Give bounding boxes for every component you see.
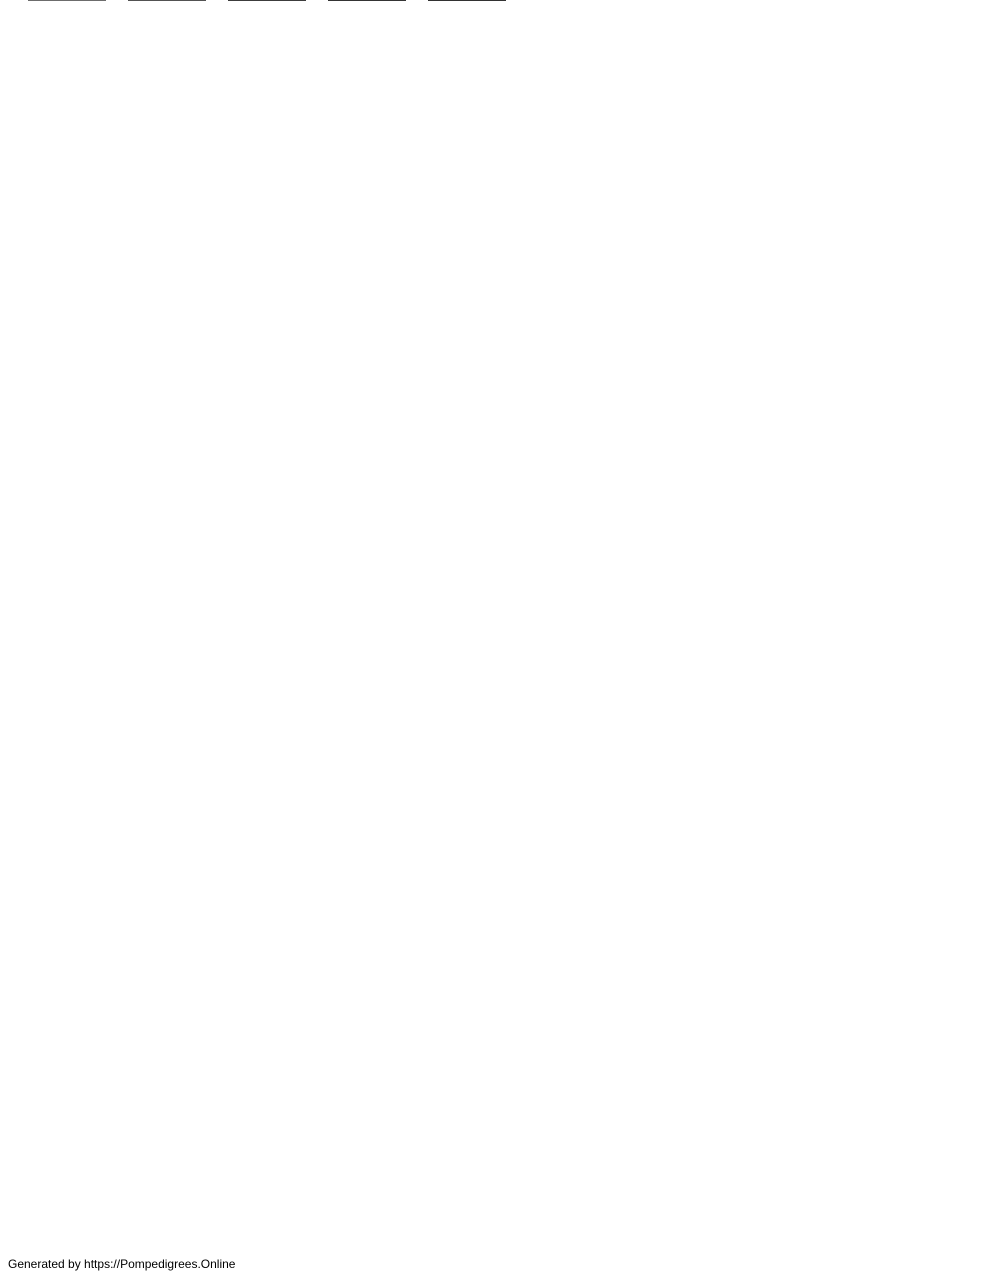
ancestor-name: THELDUN'S PRINCESS TIFFANY [508,0,692,3]
ancestor-name: AM. CH. THELDUN'S TIM DANDEE OF EDNEY [508,0,765,3]
ancestor-name: GREAT ELMS LITTLE TEDDY [508,0,671,3]
ancestor-name: AM. CH. BEV-NOR'S TOASTMASTER ROM [308,0,545,3]
ancestor-name: AM/CAN CH. THELDUNS JOHN JOHN [308,0,518,3]
ancestor-name: SEA MIST LITTLE GUPPY [408,0,551,3]
ancestor-name: AM. CH. GREAT ELMS TIMSTOPPER'S IMAGE RO… [408,0,697,3]
ancestor-name: AM. CH. SCOTIA FANTASY'S CAVALIER [508,0,729,3]
ancestor-name: GREAT ELMS RED ROBIN [508,0,654,3]
ancestor-name: AM. CH. LENNIS'S-TAR-BABY-OF-GREAT-ELMS … [308,0,605,3]
ancestor-name: GREAT ELMS WEE JULIE [508,0,651,3]
ancestor-name: CH. GREAT ELMS TIMSTOPPER TOO ROM [508,0,749,3]
ancestor-name: GREAT ELMS LINDA [508,0,623,3]
ancestor-name: LENNIS FILTHY RICH D'ORO [308,0,469,3]
ancestor-name: MAY MORNING SWEET MARY ANN [508,0,706,3]
ancestor-name: WOODLAND'S STORMY NIGHT [208,0,385,3]
ancestor-name: GREAT ELMS ANGEL [408,0,528,3]
ancestor-name: GOLDEN GLOW PATTI CAKE [508,0,670,3]
ancestor-name: AM. CH. GREAT ELMS TIMSTOPPER'S IMAGE RO… [508,0,797,3]
ancestor-name: BLAKE'S SHANNON OF JAN-SHAR [108,0,304,3]
ancestor-name: AM. CH. BLAIR'S SOLITAIRE [508,0,667,3]
ancestor-labels: BLAKE'S CRYSTAL OF WYNMORAM. CH. ANNON'S… [8,0,797,3]
ancestor-name: SEA MIST LITTLE DUTCH LASS [308,0,485,3]
ancestor-name: CH. GREAT ELMS TIMSTOPPER TOO ROM [408,0,649,3]
footer-credit: Generated by https://Pompedigrees.Online [8,1257,236,1271]
ancestor-name: KENNOR'S LADY TINA [208,0,335,3]
subject-dog-name: BLAKE'S CRYSTAL OF WYNMOR [8,0,194,3]
ancestor-name: SCOTIA CASH PAYMENTS FANTASY [508,0,713,3]
ancestor-name: BEV-NORS MISSY MISS ROM [408,0,574,3]
ancestor-name: LENNIS'S TOM-TOM [408,0,522,3]
ancestor-name: AM. CH. GREAT ELMS TIMSTOPPER'S IMAGE RO… [508,0,797,3]
ancestor-name: AM. CH. THELDUN'S ALMOND FUDGE ROMS [508,0,762,3]
ancestor-name: AM. CH. GREAT ELMS TIMSTOPPER AGAIN ROMX [508,0,793,3]
ancestor-name: AM. CH. ANNON'S SIR KENNOR ROM [108,0,319,3]
ancestor-name: GREAT ELMS MOLLY [508,0,627,3]
ancestor-name: AM. CH. BEV-NOR'S TOASTED FUDGE ROMS [408,0,665,3]
ancestor-name: CH. PETERSON'S SCAMP OF LENNIS ROM [208,0,452,3]
ancestor-name: CH. GOLDEN GLOW SIR REGINALD [508,0,711,3]
ancestor-name: BECKWITH'S LITTLE PANSEY [308,0,475,3]
ancestor-name: GREAT ELMS HONEYBUN ROM [508,0,687,3]
ancestor-name: THELDUN'S BONNIE HEATHER [408,0,584,3]
ancestor-name: BEV-NOR'S DESAREE [308,0,433,3]
ancestor-name: AM. CH. BEV-NOR'N SOUTHLAND RAMBO [208,0,446,3]
ancestor-name: LENNIS'S SPUNGOLD JULIE [408,0,568,3]
ancestor-name: DUNN'S LITTLE TOMSTOPPER [408,0,583,3]
ancestor-name: PRINCESS LEW OF CHATMOSS [508,0,689,3]
ancestor-name: AM. CH. BLAIR'S SOLITAIRE [508,0,667,3]
ancestor-name: DUNN'S LITTLE TOMSTOPPER [408,0,583,3]
ancestor-name: GREAT ELMS LINDA [508,0,623,3]
ancestor-name: BEV-NORS SWEET AND SASSY ROM [508,0,718,3]
ancestor-name: LENNIS'S CAVILIER TANGIE ROM [308,0,497,3]
ancestor-name: MAY MORNING SWEET MARY ANN [508,0,706,3]
ancestor-name: SANDEES BABY LOV [408,0,528,3]
